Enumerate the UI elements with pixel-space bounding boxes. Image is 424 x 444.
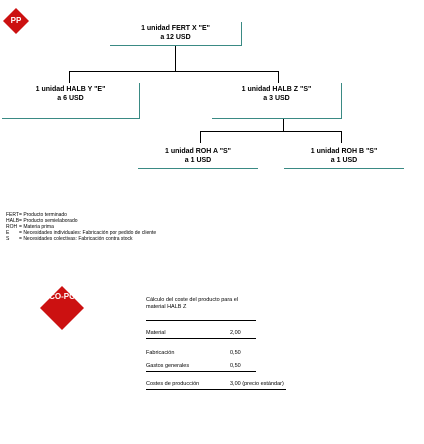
connector [200, 131, 201, 143]
legend-key: FERT [6, 212, 19, 218]
calc-title-line2: material HALB Z [146, 304, 187, 310]
node-halb-z-line2: a 3 USD [263, 95, 290, 102]
calc-row-label: Material [146, 330, 166, 336]
legend-row: E = Necesidades individuales: Fabricación… [6, 230, 156, 236]
node-halb-y-line1: 1 unidad HALB Y "E" [35, 86, 106, 93]
calc-row-value: 2,00 [230, 330, 241, 336]
node-roh-a-line2: a 1 USD [184, 157, 212, 164]
calc-underline [146, 338, 256, 339]
legend-row: S = Necesidades colectivas: Fabricación c… [6, 236, 133, 242]
legend-text: Necesidades individuales: Fabricación po… [23, 230, 157, 236]
tree-node-roh-b: 1 unidad ROH B "S" a 1 USD [284, 145, 404, 169]
legend-row: ROH= Materia prima [6, 224, 54, 230]
node-root-line1: 1 unidad FERT X "E" [141, 25, 210, 32]
diamond-icon [3, 8, 29, 34]
node-roh-b-line2: a 1 USD [330, 157, 358, 164]
connector [278, 71, 279, 83]
calc-row-value: 0,50 [230, 350, 241, 356]
node-halb-z-line1: 1 unidad HALB Z "S" [241, 86, 312, 93]
calc-row-label: Gastos generales [146, 363, 190, 369]
calc-row-label: Fabricación [146, 350, 175, 356]
connector [283, 119, 284, 131]
tree-node-root: 1 unidad FERT X "E" a 12 USD [110, 22, 242, 46]
node-roh-a-line1: 1 unidad ROH A "S" [164, 148, 231, 155]
legend-key: HALB [6, 218, 20, 224]
legend-text: Necesidades colectivas: Fabricación cont… [23, 236, 133, 242]
legend-key: S [6, 236, 10, 242]
legend-sep: = [19, 236, 22, 242]
legend-text: Producto semielaborado [23, 218, 78, 224]
legend: FERT= Producto terminado HALB= Producto … [6, 212, 336, 252]
pp-badge-label: PP [10, 16, 22, 25]
calc-total-label: Costes de producción [146, 381, 200, 387]
legend-row: HALB= Producto semielaborado [6, 218, 78, 224]
node-root-line2: a 12 USD [160, 34, 191, 41]
legend-sep: = [19, 218, 22, 224]
pp-badge: PP [3, 8, 29, 34]
tree-node-roh-a: 1 unidad ROH A "S" a 1 USD [138, 145, 258, 169]
node-roh-b-line1: 1 unidad ROH B "S" [310, 148, 378, 155]
calc-row-value: 0,50 [230, 363, 241, 369]
diamond-icon [40, 286, 84, 330]
connector [200, 131, 342, 132]
legend-key: E [6, 230, 10, 236]
legend-text: Materia prima [23, 224, 54, 230]
tree-node-halb-y: 1 unidad HALB Y "E" a 6 USD [2, 83, 140, 119]
calc-divider [146, 320, 256, 321]
calc-total-value: 3,00 (precio estándar) [230, 381, 284, 387]
connector [69, 71, 279, 72]
connector [69, 71, 70, 83]
copc-badge-label: CO-PC [49, 292, 75, 301]
legend-sep: = [19, 230, 22, 236]
calc-title-line1: Cálculo del coste del producto para el [146, 297, 239, 303]
node-halb-y-line2: a 6 USD [57, 95, 84, 102]
connector [175, 46, 176, 71]
legend-row: FERT= Producto terminado [6, 212, 67, 218]
copc-badge: CO-PC [40, 286, 84, 330]
legend-sep: = [19, 212, 22, 218]
calc-underline [146, 371, 256, 372]
connector [341, 131, 342, 143]
legend-text: Producto terminado [23, 212, 67, 218]
legend-key: ROH [6, 224, 18, 230]
legend-sep: = [19, 224, 22, 230]
tree-node-halb-z: 1 unidad HALB Z "S" a 3 USD [212, 83, 342, 119]
calc-total-underline [146, 389, 286, 390]
